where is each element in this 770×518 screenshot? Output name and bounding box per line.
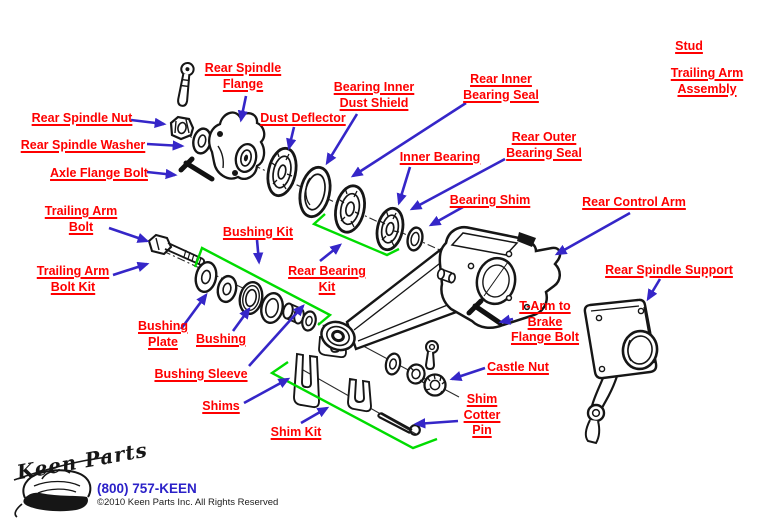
- label-stud: Stud: [675, 39, 703, 53]
- trailing-arm-bolt-drawing: [147, 233, 206, 266]
- rear-bearing-kit-bracket: [311, 213, 400, 257]
- flat-washer-drawing: [384, 352, 402, 376]
- arrow-bushing-plate: [179, 292, 208, 330]
- label-shim-kit: Shim Kit: [270, 425, 322, 439]
- arrow-bushing: [231, 306, 251, 332]
- kit-brackets: [193, 213, 438, 450]
- label-axle-flange-bolt: Axle Flange Bolt: [50, 166, 148, 180]
- arrow-rear-bearing-kit: [319, 243, 343, 263]
- label-dust-deflector: Dust Deflector: [260, 111, 346, 125]
- shim-right-drawing: [347, 377, 372, 413]
- arrow-inner-bearing: [396, 166, 412, 206]
- shim-left-drawing: [293, 352, 320, 409]
- shim-kit-bracket: [269, 361, 438, 450]
- label-rear-control-arm: Rear Control Arm: [582, 195, 686, 209]
- label-bushing-sleeve: Bushing Sleeve: [154, 367, 248, 381]
- arrow-castle-nut: [449, 366, 486, 381]
- label-shims: Shims: [202, 399, 240, 413]
- arrow-rear-spindle-flange: [237, 95, 248, 123]
- arrow-bushing-sleeve: [248, 304, 305, 367]
- label-bushing: Bushing: [196, 332, 246, 346]
- rear-inner-bearing-seal-drawing: [334, 184, 366, 234]
- label-inner-bearing: Inner Bearing: [399, 150, 481, 164]
- arrow-rear-spindle-washer: [146, 140, 185, 151]
- bearing-shim-drawing: [406, 226, 424, 252]
- bearing-inner-dust-shield-drawing: [298, 165, 332, 219]
- label-rear-spindle-nut: Rear Spindle Nut: [31, 111, 133, 125]
- arrow-t-arm-bolt: [498, 314, 514, 325]
- arm-stub-pin: [436, 268, 456, 284]
- dust-deflector-drawing: [266, 146, 298, 198]
- arrow-shim-kit: [300, 406, 330, 425]
- arrow-rear-control-arm: [554, 211, 631, 256]
- rear-control-arm-drawing: [320, 226, 562, 352]
- bushing-washer-drawing: [216, 274, 238, 304]
- arrow-rear-inner-bearing-seal: [350, 101, 467, 178]
- arrow-axle-flange-bolt: [146, 168, 178, 180]
- keen-parts-car-logo: [13, 456, 111, 518]
- label-castle-nut: Castle Nut: [487, 360, 549, 374]
- pointer-arrows: [108, 95, 662, 429]
- copyright-text: ©2010 Keen Parts Inc. All Rights Reserve…: [97, 497, 279, 508]
- axle-flange-bolt-drawing: [178, 156, 215, 182]
- label-rear-spindle-washer: Rear Spindle Washer: [20, 138, 146, 152]
- cotter-key-drawing: [424, 340, 439, 371]
- label-bushing-kit: Bushing Kit: [222, 225, 294, 239]
- arrow-trailing-arm-bolt-kit: [112, 261, 150, 277]
- arrow-dust-deflector: [286, 126, 297, 151]
- stud-drawing: [177, 61, 195, 107]
- rear-spindle-nut-drawing: [169, 115, 195, 141]
- bushing-plate-drawing: [194, 260, 218, 294]
- arrow-rear-spindle-nut: [130, 117, 167, 129]
- arrow-rear-spindle-support: [646, 278, 662, 302]
- bushing-front-drawing: [238, 280, 264, 316]
- rear-spindle-flange-drawing: [208, 111, 266, 180]
- label-rear-spindle-support: Rear Spindle Support: [605, 263, 733, 277]
- arrow-bearing-shim: [428, 205, 464, 227]
- arrow-bushing-kit: [252, 239, 264, 265]
- lock-washer-drawing: [406, 363, 426, 385]
- phone-number: (800) 757-KEEN: [97, 481, 197, 496]
- arrow-bearing-inner-dust-shield: [325, 113, 359, 166]
- arrow-shims: [243, 377, 291, 405]
- arrow-shim-cotter-pin: [413, 418, 459, 429]
- bushing-rear-drawing: [260, 291, 284, 325]
- arrow-trailing-arm-bolt: [108, 226, 150, 243]
- arrow-rear-outer-bearing-seal: [409, 157, 506, 211]
- t-arm-to-brake-flange-bolt-drawing: [466, 298, 503, 326]
- bushing-kit-bracket: [193, 246, 333, 326]
- castle-nut-drawing: [423, 373, 447, 397]
- label-bearing-shim: Bearing Shim: [449, 193, 531, 207]
- sleeve-washer-drawing: [301, 310, 317, 332]
- inner-bearing-drawing: [375, 206, 405, 252]
- rear-spindle-support-drawing: [583, 298, 659, 445]
